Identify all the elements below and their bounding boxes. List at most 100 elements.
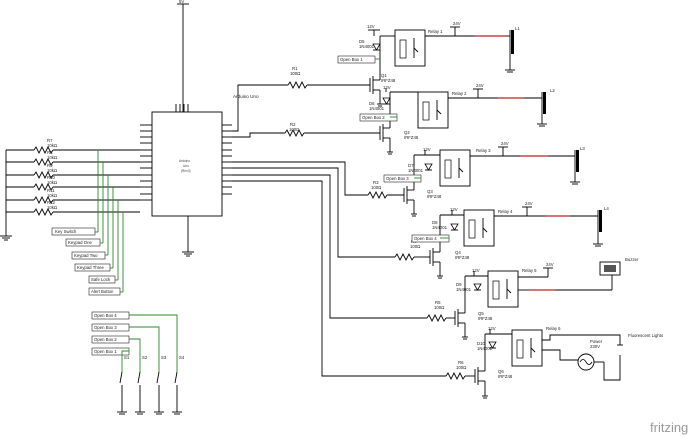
svg-text:R6: R6 [458,360,464,365]
svg-text:Open Box 2: Open Box 2 [94,337,117,342]
svg-text:Relay 2: Relay 2 [452,91,467,96]
svg-text:Open Box 1: Open Box 1 [340,57,363,62]
svg-text:R9: R9 [47,163,53,168]
svg-text:R5: R5 [435,300,441,305]
resistor-r7: R7 10kΩ [6,138,140,155]
svg-text:D6: D6 [369,101,375,106]
svg-text:L2: L2 [550,88,555,93]
arduino-inner-2: Uno [183,164,189,168]
resistor-r11: R11 10kΩ [6,188,140,205]
svg-text:S1: S1 [124,355,130,360]
svg-text:R1: R1 [292,66,298,71]
svg-text:Alert Button: Alert Button [91,289,114,294]
svg-text:12V: 12V [367,24,375,29]
driver-stage-2: R2 100Ω Q2 IRFZ48 12V D6 1N4001 Open Box… [284,83,555,155]
svg-text:10kΩ: 10kΩ [47,180,58,185]
relay-4: Relay 4 [463,209,513,247]
svg-text:Fluorescent Lights: Fluorescent Lights [628,333,663,338]
svg-text:D10: D10 [477,341,485,346]
svg-text:100Ω: 100Ω [290,71,301,76]
vcc-rail: 5V [177,0,189,112]
svg-text:12V: 12V [423,147,431,152]
driver-stage-6: R6 100Ω Q6 IRFZ48 12V D10 1N4001 Relay 6… [445,326,663,399]
svg-text:Q6: Q6 [498,369,504,374]
net-label-keypad-two: Keypad Two [71,251,108,260]
switch-s1: S1 [117,355,130,415]
svg-text:L4: L4 [604,206,609,211]
svg-text:D9: D9 [456,282,462,287]
net-label-open-box-3: Open Box 3 [91,323,130,332]
svg-text:Open Box 2: Open Box 2 [362,115,385,120]
svg-text:100Ω: 100Ω [434,305,445,310]
driver-stage-3: R3 100Ω Q3 IRFZ48 12V D7 1N4001 Open Box… [367,141,585,217]
svg-text:10kΩ: 10kΩ [47,168,58,173]
svg-text:Q1: Q1 [381,73,387,78]
resistor-r8: R8 10kΩ [6,150,140,167]
svg-text:S4: S4 [179,355,185,360]
net-label-open-box-2: Open Box 2 [91,335,130,344]
svg-text:Power: Power [590,339,603,344]
arduino-inner-3: (Rev3) [181,169,191,173]
svg-text:S3: S3 [161,355,167,360]
svg-text:R3: R3 [373,180,379,185]
svg-text:12V: 12V [450,207,458,212]
svg-text:1N4001: 1N4001 [456,287,472,292]
arduino-label: Arduino Uno [233,94,259,99]
relay-1: Relay 1 [394,29,443,67]
vcc-label: 5V [179,0,184,4]
svg-text:24V: 24V [453,21,461,26]
svg-text:10kΩ: 10kΩ [47,143,58,148]
svg-text:L3: L3 [580,146,585,151]
svg-text:R12: R12 [47,200,55,205]
net-label-open-box-1-out [337,55,376,64]
switch-s4: S4 [172,355,185,415]
driver-stage-5: R5 100Ω Q5 IRFZ48 12V D9 1N4001 Relay 5 … [426,257,639,340]
relay-3: Relay 3 [439,148,491,187]
svg-text:Open Box 4: Open Box 4 [414,236,437,241]
arduino-uno: Arduino Uno Arduino Uno (Rev3) [140,94,259,257]
input-net-labels: Key Switch Keypad One Keypad Two Keypad … [51,150,124,296]
svg-text:1N4001: 1N4001 [369,106,385,111]
svg-text:12V: 12V [383,85,391,90]
switch-s2: S2 [135,355,148,415]
svg-text:R8: R8 [47,150,53,155]
open-box-switches: Open Box 4 Open Box 3 Open Box 2 Open Bo… [91,311,185,415]
svg-text:12V: 12V [472,268,480,273]
svg-text:Relay 6: Relay 6 [546,326,561,331]
svg-text:IRFZ48: IRFZ48 [455,255,470,260]
svg-text:10kΩ: 10kΩ [47,193,58,198]
svg-text:Relay 3: Relay 3 [476,148,491,153]
svg-text:IRFZ48: IRFZ48 [478,316,493,321]
svg-text:IRFZ48: IRFZ48 [498,374,513,379]
svg-text:Q5: Q5 [478,311,484,316]
relay-5: Relay 5 [487,268,537,308]
pulldown-resistors: R7 10kΩ R8 10kΩ R9 10kΩ R10 10kΩ R11 10k… [0,138,140,241]
svg-text:12V: 12V [488,326,496,331]
net-label-open-box-4-out [411,234,450,243]
net-label-alert-button: Alert Button [88,287,123,296]
svg-text:Open Box 3: Open Box 3 [94,325,117,330]
svg-text:Relay 1: Relay 1 [428,29,443,34]
switch-s3: S3 [154,355,167,415]
svg-text:1N4001: 1N4001 [432,225,448,230]
svg-text:100Ω: 100Ω [410,244,421,249]
svg-text:24V: 24V [525,201,533,206]
svg-text:Open Box 3: Open Box 3 [386,176,409,181]
buzzer: Buzzer [599,257,639,276]
svg-text:IRFZ48: IRFZ48 [381,78,396,83]
svg-text:Safe Lock: Safe Lock [91,277,111,282]
fluorescent-lights: Fluorescent Lights [617,333,663,346]
svg-text:Keypad One: Keypad One [68,240,92,245]
net-label-open-box-1: Open Box 1 [91,347,130,356]
svg-text:D8: D8 [432,220,438,225]
svg-text:230V: 230V [590,344,600,349]
relay-2: Relay 2 [417,91,467,129]
svg-text:1N4001: 1N4001 [408,168,424,173]
driver-stage-1: R1 100Ω Q1 IRFZ48 12V D5 1N4001 Open Box… [287,21,520,107]
svg-text:R2: R2 [290,122,296,127]
net-label-keypad-three: Keypad Three [74,263,113,272]
svg-text:24V: 24V [501,141,509,146]
svg-text:Key Switch: Key Switch [55,229,77,234]
net-label-open-box-2-out [359,113,398,122]
